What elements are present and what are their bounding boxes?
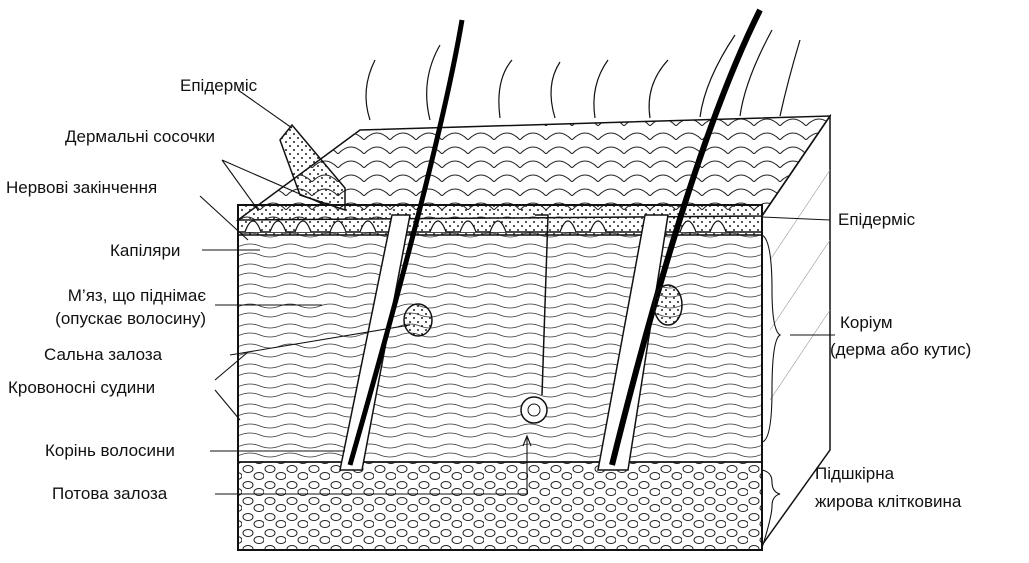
label-epidermis-top: Епідерміс: [180, 76, 257, 96]
sebaceous-gland-left: [404, 304, 432, 336]
sebaceous-gland-right: [654, 285, 682, 325]
subcutis-layer: [238, 462, 762, 550]
label-subcutis-line1: Підшкірна: [815, 464, 894, 484]
label-capillaries: Капіляри: [110, 241, 180, 261]
label-subcutis-line2: жирова клітковина: [815, 492, 961, 512]
sweat-gland: [521, 397, 547, 423]
label-hair-root: Корінь волосини: [45, 441, 175, 461]
label-blood-vessels: Кровоносні судини: [8, 378, 155, 398]
label-sweat-gland: Потова залоза: [52, 484, 167, 504]
label-sebaceous-gland: Сальна залоза: [44, 345, 162, 365]
dermis-layer: [238, 232, 762, 462]
surface-hairs: [366, 30, 800, 120]
label-nerve-endings: Нервові закінчення: [6, 178, 157, 198]
label-epidermis-right: Епідерміс: [838, 210, 915, 230]
label-corium-line1: Коріум: [840, 313, 893, 333]
label-muscle-line1: М’яз, що піднімає: [8, 286, 206, 306]
label-dermal-papillae: Дермальні сосочки: [65, 127, 215, 147]
label-corium-line2: (дерма або кутис): [830, 340, 971, 360]
label-muscle-line2: (опускає волосину): [8, 309, 206, 329]
